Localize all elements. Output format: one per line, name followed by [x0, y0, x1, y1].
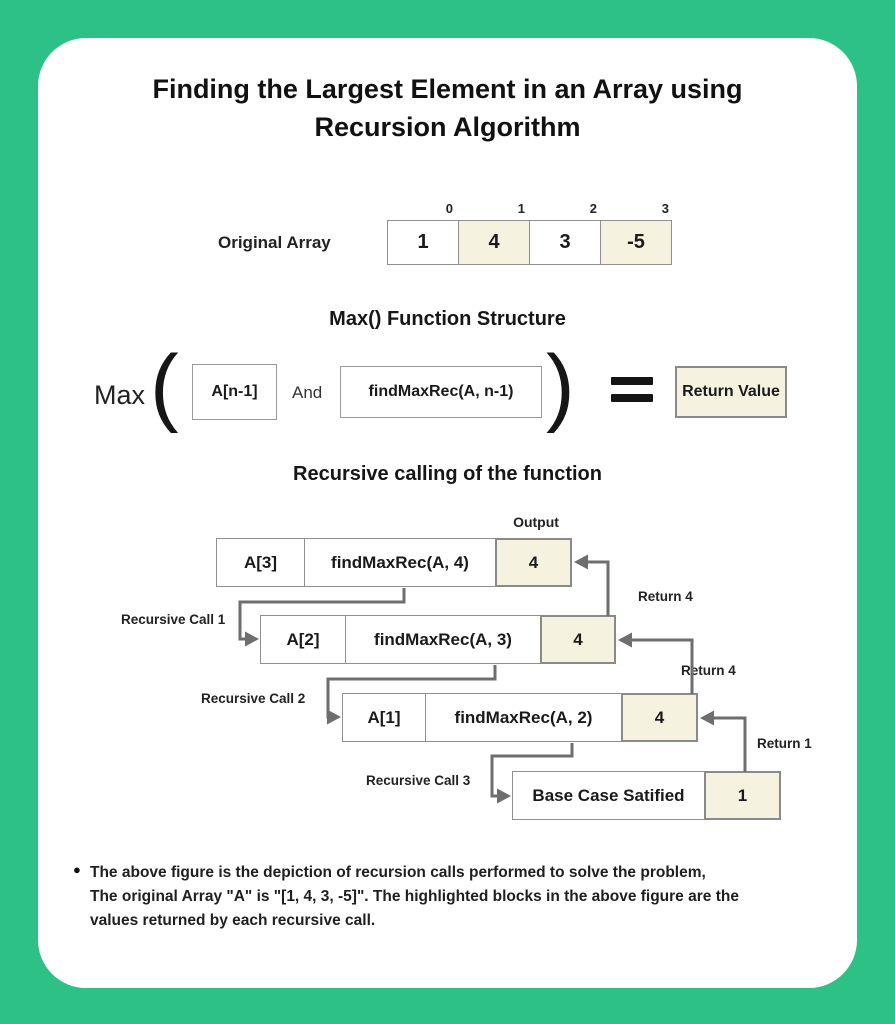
operand2-box: findMaxRec(A, n-1) [340, 366, 542, 418]
array-index: 3 [661, 201, 669, 216]
bullet-icon: ● [73, 862, 81, 877]
array-index: 1 [517, 201, 525, 216]
recursive-call-3-label: Recursive Call 3 [366, 773, 471, 788]
original-array: 1 4 3 -5 [387, 220, 672, 265]
call-row-2-arg: A[2] [260, 615, 346, 664]
close-paren: ) [546, 338, 575, 434]
array-cell-1-highlighted: 4 [458, 220, 530, 265]
base-case-label: Base Case Satified [512, 771, 705, 820]
max-keyword: Max [94, 380, 146, 410]
base-case-row: Base Case Satified 1 [512, 771, 781, 820]
open-paren: ( [150, 338, 179, 434]
call-row-2-func: findMaxRec(A, 3) [345, 615, 541, 664]
figure-note-line1: The above figure is the depiction of rec… [90, 864, 706, 881]
and-connector: And [292, 383, 323, 402]
call-row-3-result: 4 [621, 693, 698, 742]
return-value-box: Return Value [675, 366, 787, 418]
array-cell-0: 1 [387, 220, 459, 265]
array-cell-3-highlighted: -5 [600, 220, 672, 265]
recursive-call-2-label: Recursive Call 2 [201, 691, 306, 706]
call-row-3-func: findMaxRec(A, 2) [425, 693, 622, 742]
output-label: Output [513, 514, 559, 530]
original-array-label: Original Array [218, 233, 331, 252]
array-cell-2: 3 [529, 220, 601, 265]
recursion-heading: Recursive calling of the function [293, 463, 602, 485]
figure-note-line3: values returned by each recursive call. [90, 912, 376, 929]
call-row-1: A[3] findMaxRec(A, 4) 4 [216, 538, 572, 587]
call-row-2: A[2] findMaxRec(A, 3) 4 [260, 615, 616, 664]
equals-icon [611, 394, 653, 402]
call-row-3: A[1] findMaxRec(A, 2) 4 [342, 693, 698, 742]
base-case-result: 1 [704, 771, 781, 820]
array-index: 0 [445, 201, 453, 216]
call-row-1-arg: A[3] [216, 538, 305, 587]
return-4-label-2: Return 4 [681, 663, 736, 678]
page-title: Finding the Largest Element in an Array … [38, 70, 857, 146]
call-row-3-arg: A[1] [342, 693, 426, 742]
figure-note: The above figure is the depiction of rec… [90, 861, 835, 933]
return-4-label-1: Return 4 [638, 589, 693, 604]
equals-icon [611, 377, 653, 385]
figure-note-line2: The original Array "A" is "[1, 4, 3, -5]… [90, 888, 739, 905]
call-row-1-func: findMaxRec(A, 4) [304, 538, 496, 587]
array-index: 2 [589, 201, 597, 216]
page-title-line1: Finding the Largest Element in an Array … [152, 74, 743, 104]
operand1-box: A[n-1] [192, 364, 277, 420]
array-index-row: 0 1 2 3 [387, 201, 675, 216]
call-row-2-result: 4 [540, 615, 616, 664]
return-1-label: Return 1 [757, 736, 812, 751]
recursive-call-1-label: Recursive Call 1 [121, 612, 226, 627]
call-row-1-result: 4 [495, 538, 572, 587]
function-structure-heading: Max() Function Structure [329, 308, 566, 330]
page-title-line2: Recursion Algorithm [314, 112, 581, 142]
content-card [38, 38, 857, 988]
